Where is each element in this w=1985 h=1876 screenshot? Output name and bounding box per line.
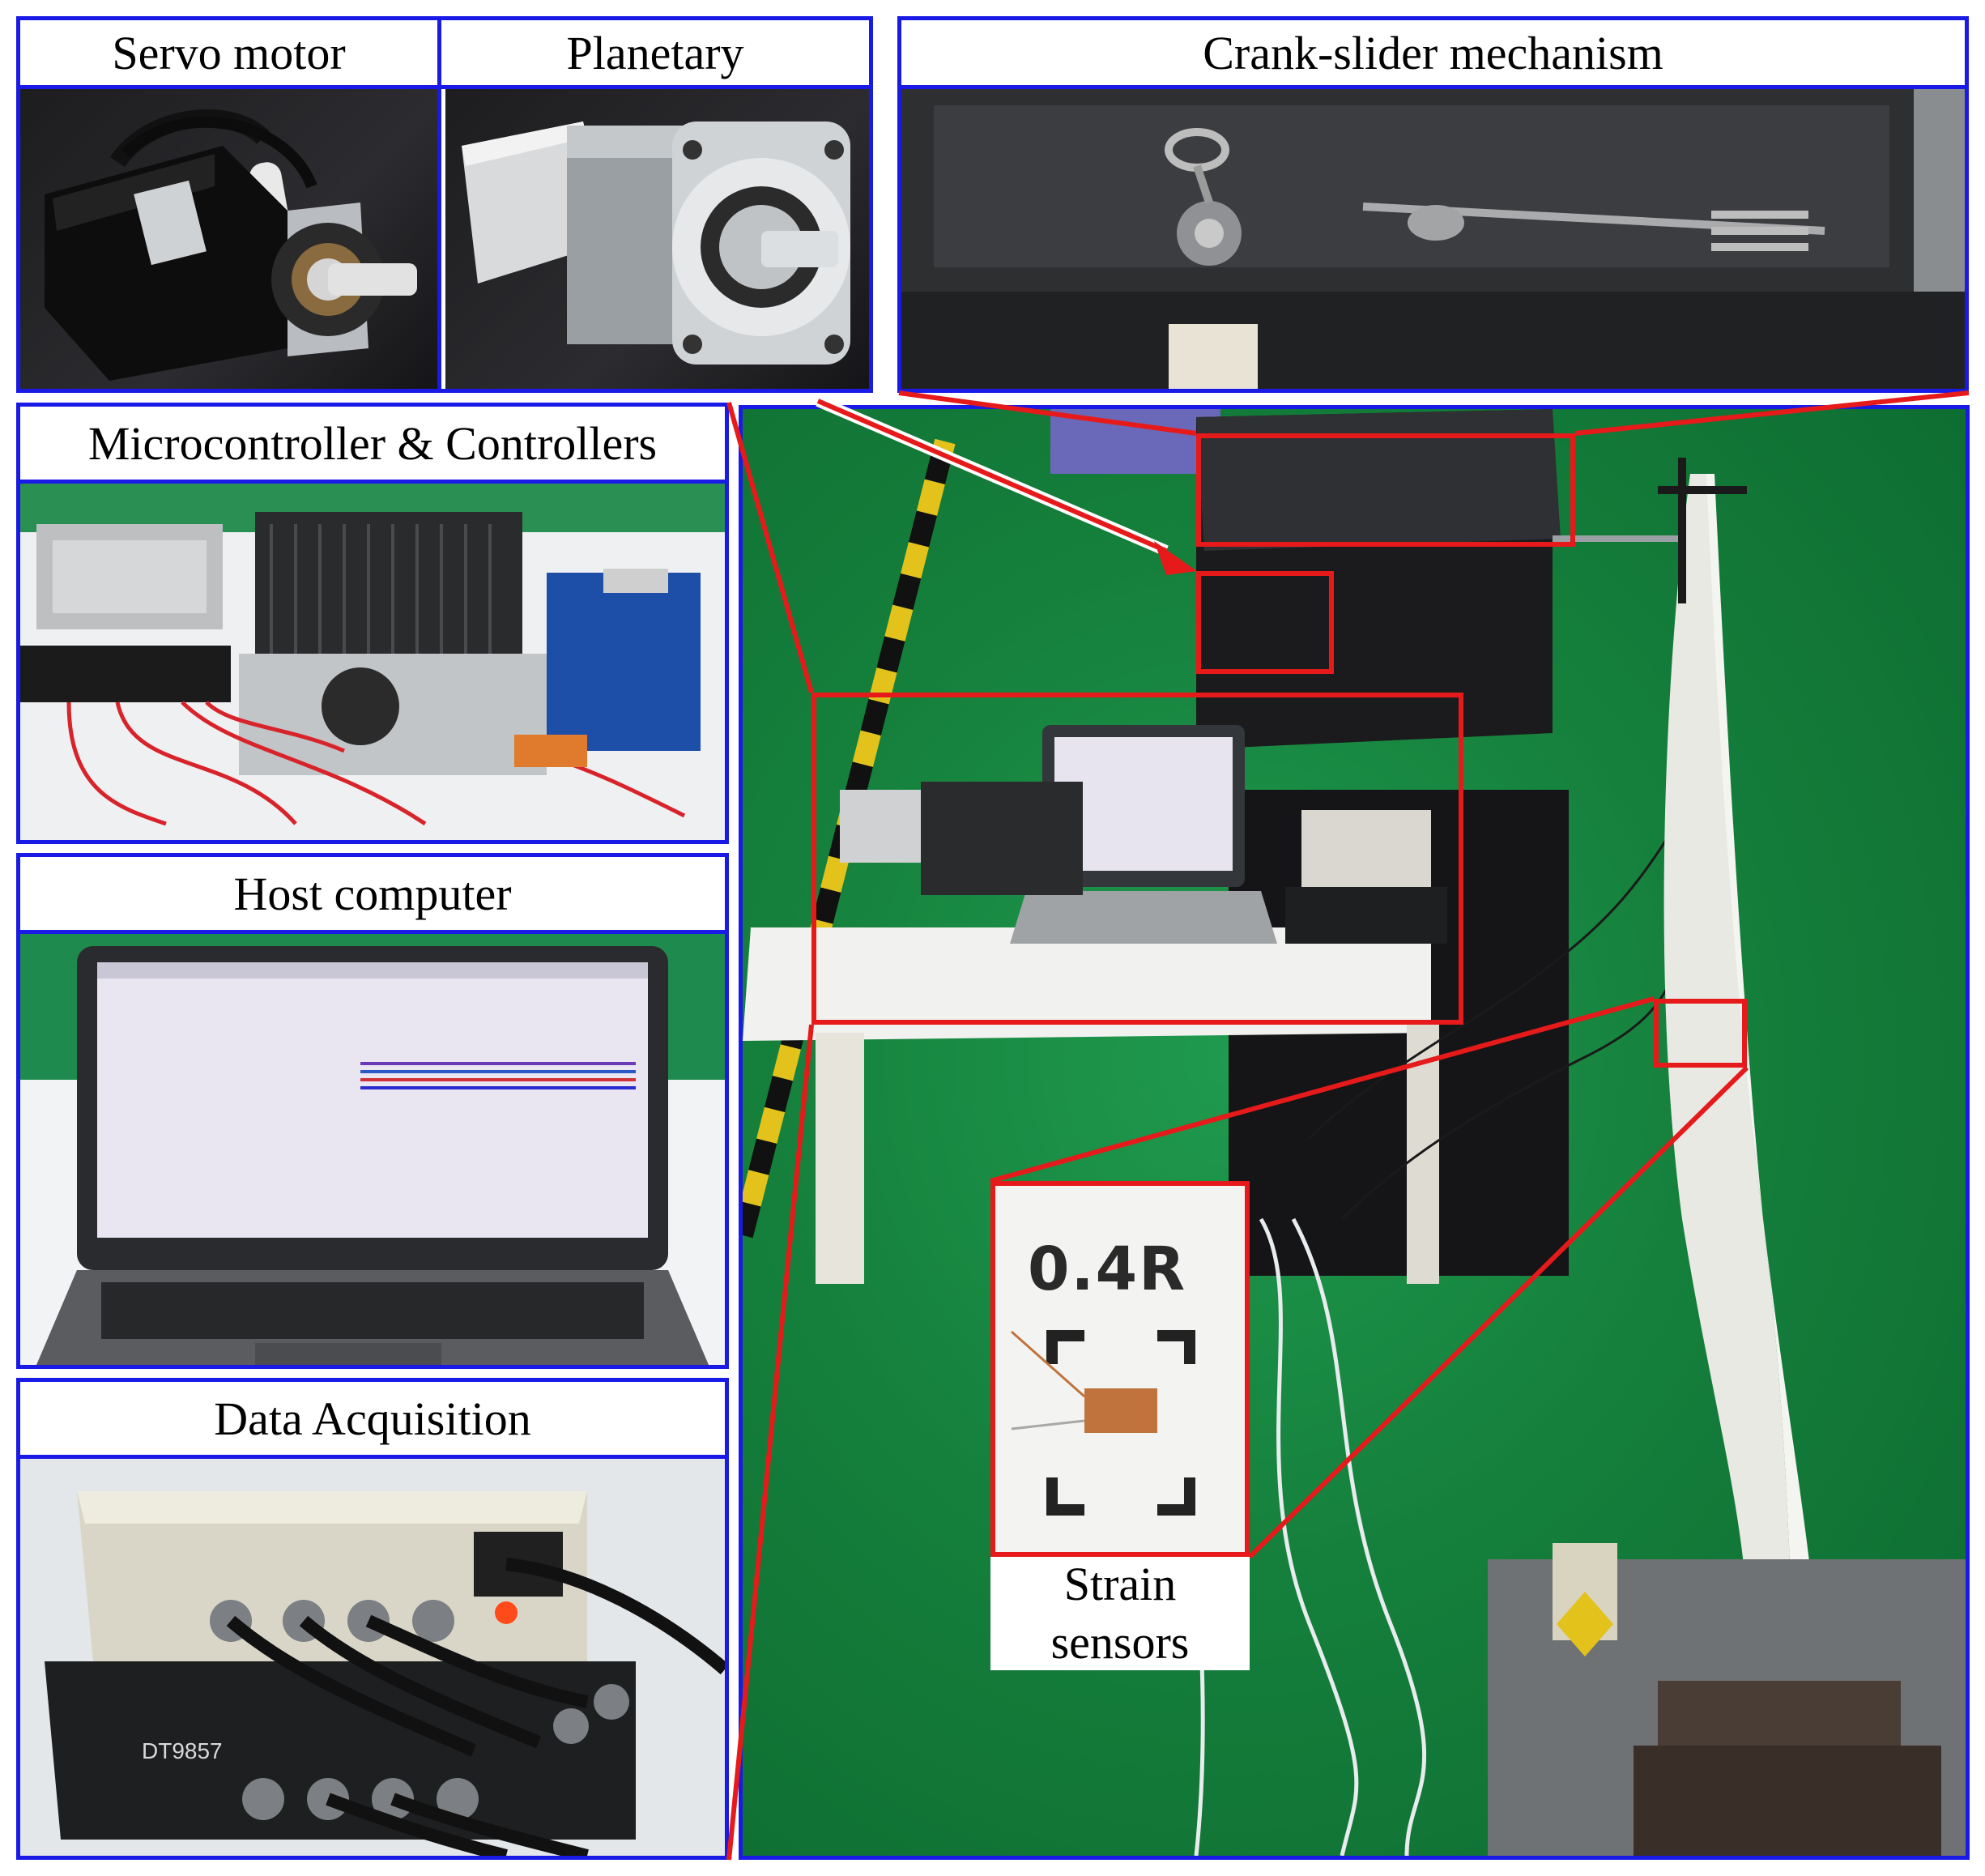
- microcontroller-label: Microcontroller & Controllers: [20, 407, 725, 484]
- controllers-highlight-box: [811, 693, 1463, 1025]
- strain-sensor-inset: 0.4R: [990, 1181, 1250, 1557]
- data-acquisition-label: Data Acquisition: [20, 1382, 725, 1459]
- strain-gauge-icon: [1084, 1388, 1157, 1433]
- sensor-mark-text: 0.4R: [1028, 1234, 1187, 1304]
- strain-sensors-label-line2: sensors: [1050, 1616, 1190, 1669]
- sensor-highlight-box: [1654, 999, 1747, 1068]
- daq-model-text: DT9857: [142, 1738, 223, 1763]
- crank-highlight-box: [1196, 433, 1575, 547]
- servo-motor-label: Servo motor: [20, 20, 441, 89]
- crank-slider-photo: [901, 89, 1965, 389]
- host-computer-label: Host computer: [20, 857, 725, 934]
- strain-sensors-label: Strain sensors: [990, 1557, 1250, 1670]
- planetary-gearbox-photo: [445, 89, 869, 389]
- data-acquisition-photo: DT9857: [20, 1459, 725, 1856]
- host-computer-photo: [20, 934, 725, 1365]
- motor-highlight-box: [1196, 571, 1334, 674]
- crank-slider-label: Crank-slider mechanism: [901, 20, 1965, 89]
- strain-sensors-label-line1: Strain: [1063, 1558, 1177, 1610]
- servo-motor-photo: [20, 89, 441, 389]
- microcontroller-photo: [20, 484, 725, 840]
- planetary-label: Planetary: [441, 20, 869, 89]
- test-rig-photo: [743, 409, 1966, 1856]
